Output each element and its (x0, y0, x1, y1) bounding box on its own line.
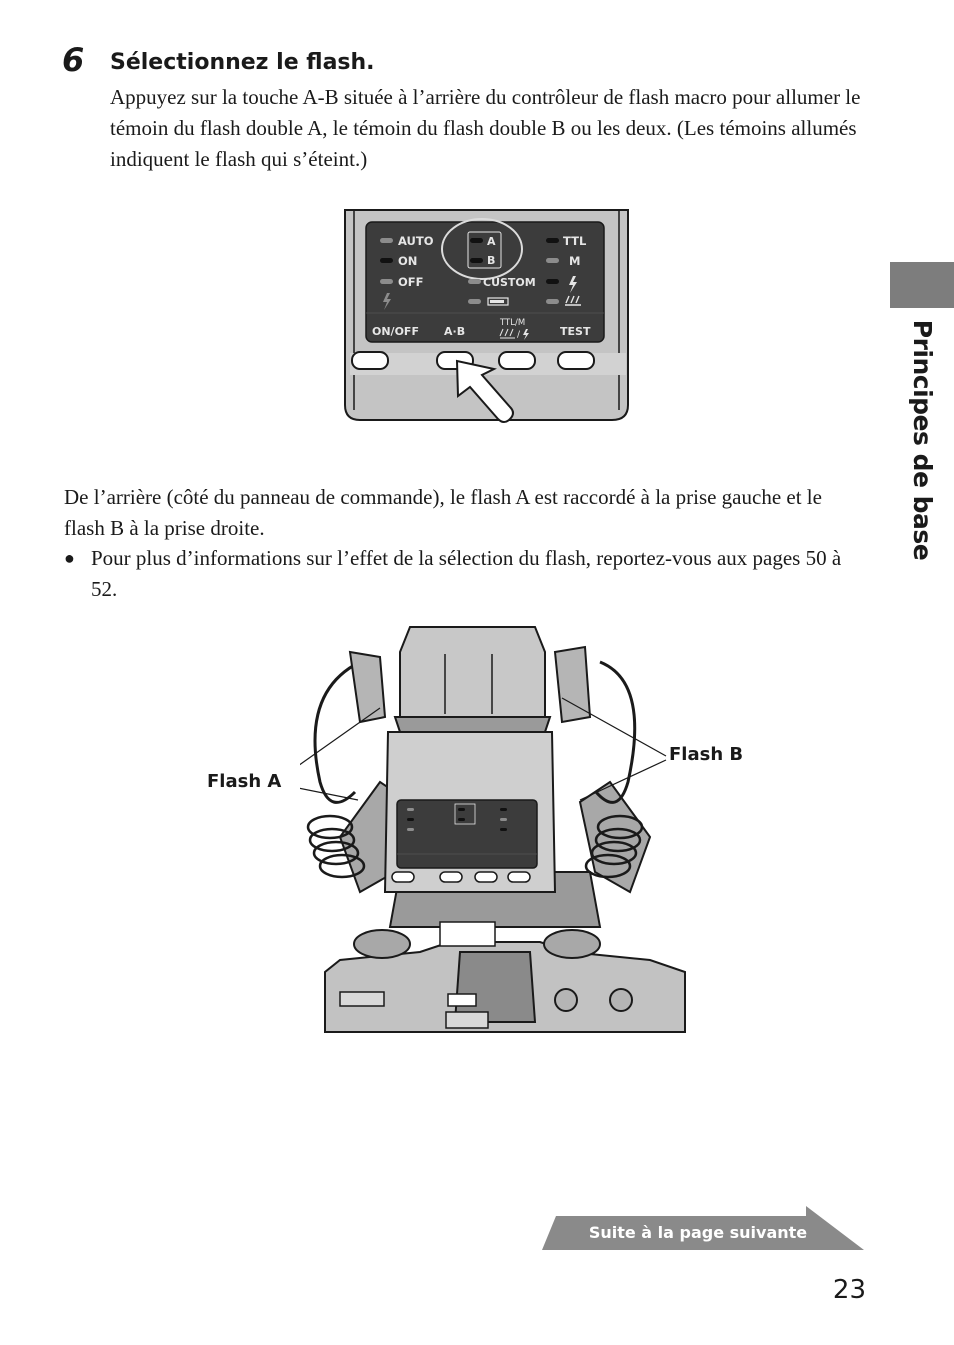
button-label-on-off: ON/OFF (372, 325, 419, 338)
ttl-label: TTL (563, 234, 587, 248)
custom-label: CUSTOM (483, 276, 536, 289)
bullet-note: ● Pour plus d’informations sur l’effet d… (64, 543, 844, 605)
step-instructions: Appuyez sur la touche A-B située à l’arr… (110, 85, 861, 171)
manual-label: M (569, 254, 580, 268)
flash-a-indicator-label: A (487, 235, 496, 248)
section-tab-marker (890, 262, 954, 308)
camera-twin-flash-illustration (300, 626, 686, 1033)
mode-label-auto: AUTO (398, 234, 434, 248)
step-number: 6 (62, 41, 85, 79)
multi-flash-icon (565, 295, 581, 306)
connection-description: De l’arrière (côté du panneau de command… (64, 485, 822, 540)
step-title: Sélectionnez le flash. (110, 50, 375, 75)
callout-flash-a: Flash A (207, 771, 282, 792)
flash-icon (569, 276, 577, 293)
continue-label: Suite à la page suivante (588, 1223, 808, 1242)
continue-banner (542, 1206, 864, 1250)
mode-label-off: OFF (398, 275, 424, 289)
flash-b-indicator-label: B (487, 254, 495, 267)
button-label-a-b: A·B (444, 325, 465, 338)
test-button[interactable] (557, 351, 595, 370)
button-label-test: TEST (560, 325, 591, 338)
bullet-icon: ● (64, 548, 75, 568)
page-number: 23 (832, 1275, 866, 1305)
ttl-m-button[interactable] (498, 351, 536, 370)
controller-panel-illustration: AUTO ON OFF A B CUSTOM TTL M ON/OFF A·B … (344, 209, 629, 423)
mode-label-on: ON (398, 254, 417, 268)
button-label-ttl-m: TTL/M (499, 318, 525, 328)
svg-text:/: / (517, 330, 521, 340)
press-arrow-icon (455, 359, 514, 423)
section-tab-text: Principes de base (908, 319, 937, 561)
callout-flash-b: Flash B (669, 744, 744, 765)
on-off-button[interactable] (351, 351, 389, 370)
bullet-text: Pour plus d’informations sur l’effet de … (91, 546, 842, 601)
